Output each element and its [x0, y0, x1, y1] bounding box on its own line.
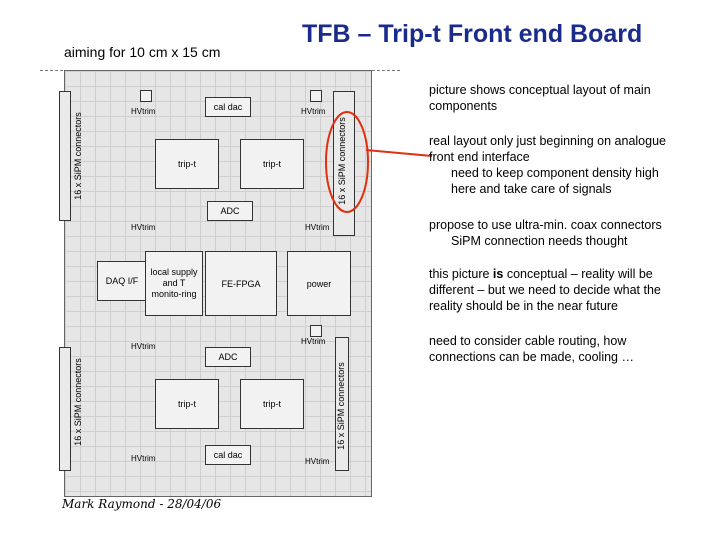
sipm-connector-strip [59, 91, 71, 221]
hvtrim-label: HVtrim [131, 342, 156, 351]
sipm-connector-strip [333, 91, 355, 236]
note-conceptual-layout: picture shows conceptual layout of main … [429, 82, 689, 114]
note-text: real layout only just beginning on analo… [429, 134, 666, 164]
tript-chip: trip-t [240, 139, 304, 189]
local-supply-block: local supply and T monito-ring [145, 251, 203, 316]
hvtrim-label: HVtrim [131, 223, 156, 232]
note-cable-routing: need to consider cable routing, how conn… [429, 333, 689, 365]
hvtrim-label: HVtrim [305, 223, 330, 232]
note-emphasis: is [492, 267, 504, 281]
note-coax-connectors: propose to use ultra-min. coax connector… [429, 217, 689, 249]
size-target-text: aiming for 10 cm x 15 cm [64, 44, 221, 60]
adc-block: ADC [205, 347, 251, 367]
small-component [310, 90, 322, 102]
tript-chip: trip-t [155, 139, 219, 189]
sipm-connector-strip [59, 347, 71, 471]
note-subtext: need to keep component density high [451, 166, 659, 180]
note-text: conceptual – reality will be different –… [429, 267, 661, 313]
adc-block: ADC [207, 201, 253, 221]
note-subtext: SiPM connection needs thought [451, 234, 628, 248]
cal-dac-block: cal dac [205, 97, 251, 117]
tript-chip: trip-t [240, 379, 304, 429]
highlight-ellipse [325, 111, 369, 213]
note-text: picture shows conceptual layout of main … [429, 83, 651, 113]
slide-title: TFB – Trip-t Front end Board [302, 20, 643, 48]
note-real-layout: real layout only just beginning on analo… [429, 133, 689, 197]
cal-dac-block: cal dac [205, 445, 251, 465]
note-conceptual-reality: this picture is conceptual – reality wil… [429, 266, 689, 314]
tript-chip: trip-t [155, 379, 219, 429]
daq-interface-block: DAQ I/F [97, 261, 147, 301]
note-text: propose to use ultra-min. coax connector… [429, 218, 662, 232]
hvtrim-label: HVtrim [301, 107, 326, 116]
hvtrim-label: HVtrim [301, 337, 326, 346]
power-block: power [287, 251, 351, 316]
note-text: this picture [429, 267, 493, 281]
board-outline: HVtrim HVtrim cal dac 16 x SiPM connecto… [59, 70, 372, 497]
fe-fpga-block: FE-FPGA [205, 251, 277, 316]
highlight-pointer-line [365, 149, 433, 157]
hvtrim-label: HVtrim [305, 457, 330, 466]
hvtrim-label: HVtrim [131, 107, 156, 116]
small-component [310, 325, 322, 337]
hvtrim-label: HVtrim [131, 454, 156, 463]
small-component [140, 90, 152, 102]
note-subtext: here and take care of signals [451, 182, 612, 196]
note-text: need to consider cable routing, how conn… [429, 334, 634, 364]
author-signature: Mark Raymond - 28/04/06 [62, 497, 222, 511]
sipm-connector-strip [335, 337, 349, 471]
